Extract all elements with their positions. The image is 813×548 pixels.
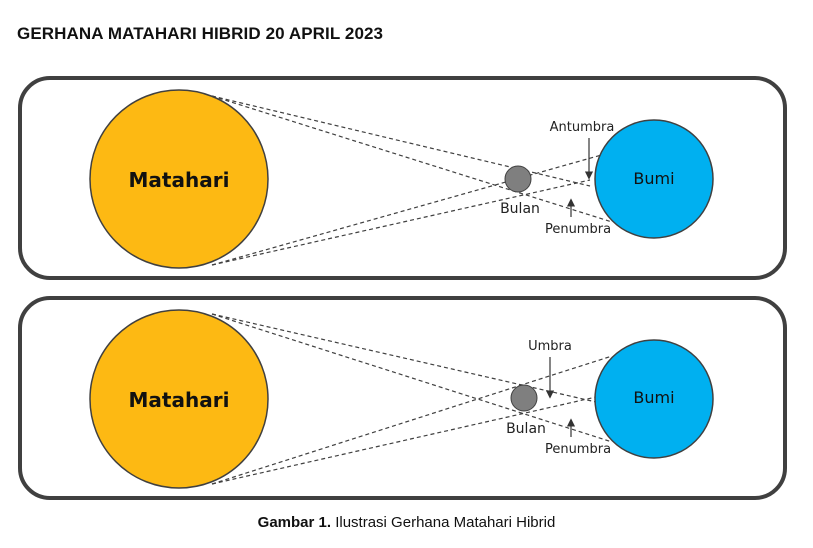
penumbra-label: Penumbra (545, 222, 611, 237)
penumbra-label: Penumbra (545, 442, 611, 457)
sun (89, 309, 269, 489)
moon (510, 384, 538, 412)
panel-umbra: Matahari Bumi Bulan Umbra Penumbra (18, 296, 787, 500)
moon-label: Bulan (500, 201, 540, 217)
sun (89, 89, 269, 269)
figure-title: GERHANA MATAHARI HIBRID 20 APRIL 2023 (17, 24, 384, 43)
caption-text: Ilustrasi Gerhana Matahari Hibrid (331, 514, 556, 531)
moon-label: Bulan (506, 421, 546, 437)
umbra-label: Umbra (528, 339, 572, 354)
panel-frame (18, 296, 787, 500)
earth-label: Bumi (633, 169, 674, 188)
panel-antumbra: Matahari Bumi Bulan Antumbra Penumbra (18, 76, 787, 280)
sun-label: Matahari (129, 168, 230, 192)
earth (594, 339, 714, 459)
figure-caption: Gambar 1. Ilustrasi Gerhana Matahari Hib… (0, 514, 813, 531)
moon (504, 165, 532, 193)
earth-label: Bumi (633, 388, 674, 407)
earth (594, 119, 714, 239)
antumbra-label: Antumbra (550, 120, 615, 135)
sun-label: Matahari (129, 388, 230, 412)
panel-frame (18, 76, 787, 280)
caption-prefix: Gambar 1. (257, 514, 332, 531)
shadow-lines (211, 313, 613, 485)
